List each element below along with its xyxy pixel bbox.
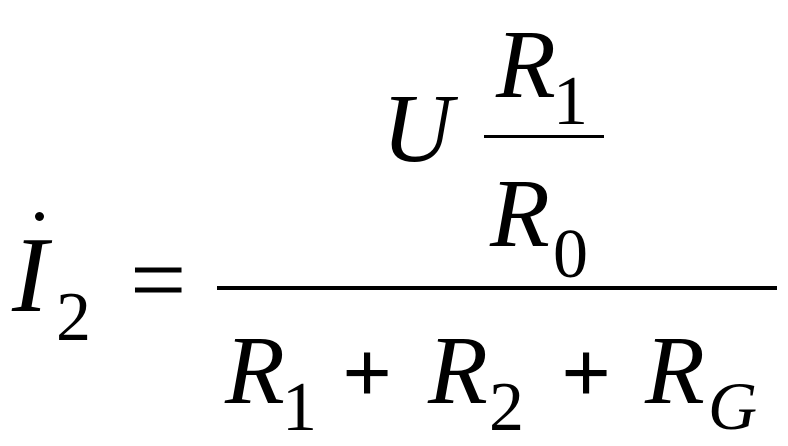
denominator-term-1-symbol: R	[225, 317, 285, 425]
inner-denominator-subscript: 0	[553, 216, 588, 293]
phasor-dot	[35, 212, 44, 221]
inner-denominator-symbol: R	[490, 160, 550, 268]
lhs-current-subscript: 2	[56, 279, 91, 356]
denominator-plus-1: +	[342, 325, 393, 422]
equals-sign: =	[130, 224, 187, 335]
lhs-current-symbol: I	[12, 216, 48, 335]
denominator-term-3-subscript: G	[708, 368, 758, 444]
denominator-plus-2: +	[561, 325, 612, 422]
denominator-term-3-symbol: R	[645, 317, 705, 425]
main-fraction-bar	[217, 286, 777, 290]
inner-numerator-subscript: 1	[553, 63, 588, 140]
numerator-voltage-symbol: U	[382, 75, 453, 183]
denominator-term-1-subscript: 1	[282, 369, 317, 446]
denominator-term-2-symbol: R	[428, 317, 488, 425]
inner-numerator-symbol: R	[496, 11, 556, 119]
denominator-term-2-subscript: 2	[489, 369, 524, 446]
inner-fraction-bar	[484, 135, 604, 138]
